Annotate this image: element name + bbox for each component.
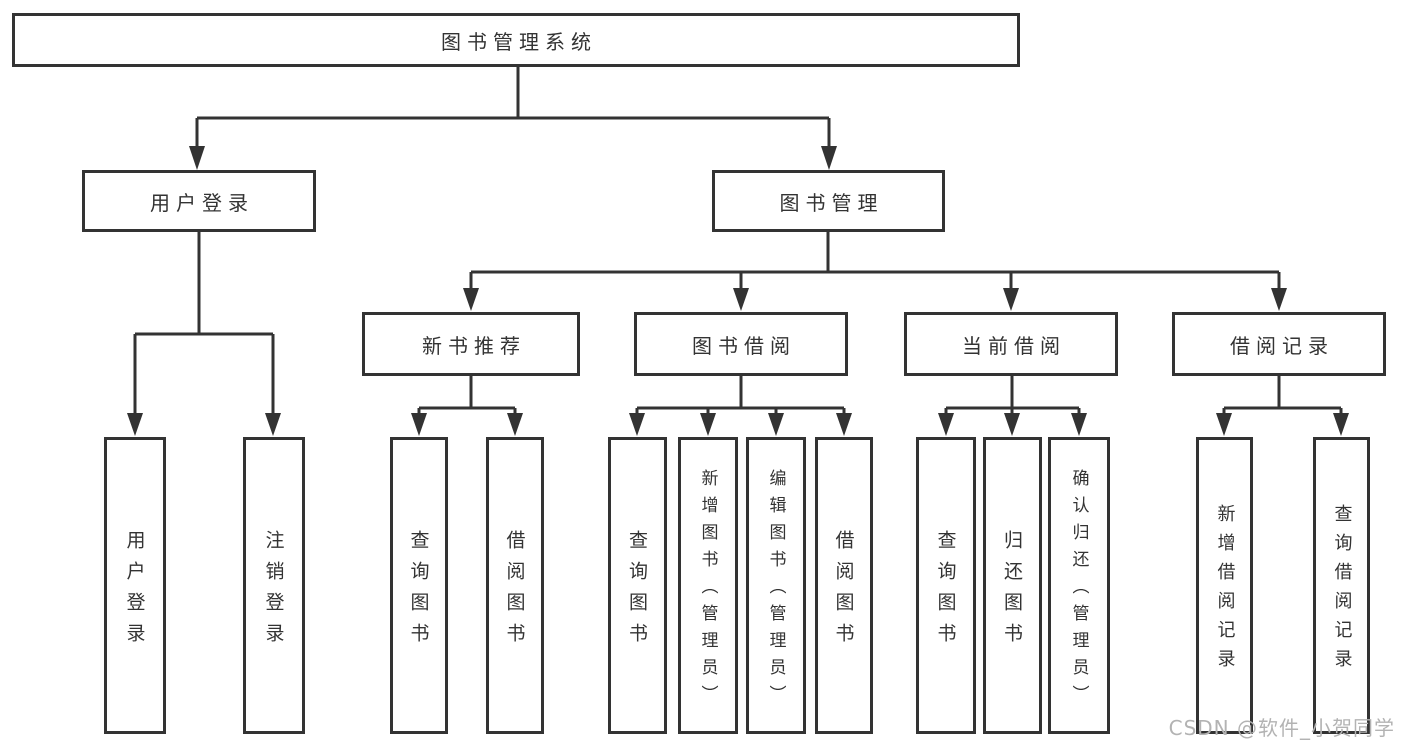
leaf-return-book-label: 归还图书: [1001, 529, 1023, 654]
node-system-root-label: 图书管理系统: [441, 29, 597, 54]
leaf-query-books-borrow-label: 查询图书: [626, 529, 648, 654]
node-borrow-records: 借阅记录: [1172, 312, 1386, 376]
node-book-borrow: 图书借阅: [634, 312, 848, 376]
leaf-return-book: 归还图书: [983, 437, 1042, 734]
leaf-borrow-books-borrow: 借阅图书: [815, 437, 873, 734]
leaf-add-borrow-record: 新增借阅记录: [1196, 437, 1253, 734]
leaf-confirm-return-admin-label: 确认归还（管理员）: [1068, 469, 1089, 712]
node-book-management: 图书管理: [712, 170, 945, 232]
leaf-confirm-return-admin: 确认归还（管理员）: [1048, 437, 1110, 734]
node-user-login-label: 用户登录: [150, 190, 254, 215]
leaf-borrow-books-recommend-label: 借阅图书: [503, 529, 526, 654]
node-book-borrow-label: 图书借阅: [692, 333, 796, 358]
leaf-edit-book-admin-label: 编辑图书（管理员）: [765, 469, 786, 712]
leaf-user-login: 用户登录: [104, 437, 166, 734]
node-current-borrow-label: 当前借阅: [962, 333, 1066, 358]
node-new-book-recommend-label: 新书推荐: [422, 333, 526, 358]
node-system-root: 图书管理系统: [12, 13, 1020, 67]
node-borrow-records-label: 借阅记录: [1230, 333, 1334, 358]
leaf-logout: 注销登录: [243, 437, 305, 734]
leaf-query-books-recommend: 查询图书: [390, 437, 448, 734]
leaf-borrow-books-recommend: 借阅图书: [486, 437, 544, 734]
leaf-query-books-current-label: 查询图书: [934, 529, 957, 654]
leaf-edit-book-admin: 编辑图书（管理员）: [746, 437, 806, 734]
leaf-add-book-admin-label: 新增图书（管理员）: [697, 469, 718, 712]
leaf-user-login-label: 用户登录: [123, 529, 146, 654]
node-new-book-recommend: 新书推荐: [362, 312, 580, 376]
leaf-query-borrow-record: 查询借阅记录: [1313, 437, 1370, 734]
leaf-borrow-books-borrow-label: 借阅图书: [832, 529, 855, 654]
leaf-query-books-recommend-label: 查询图书: [407, 529, 430, 654]
leaf-query-books-borrow: 查询图书: [608, 437, 667, 734]
arrowheads: [127, 146, 1349, 436]
leaf-query-borrow-record-label: 查询借阅记录: [1331, 504, 1353, 678]
node-current-borrow: 当前借阅: [904, 312, 1118, 376]
leaf-logout-label: 注销登录: [262, 529, 285, 654]
leaf-add-borrow-record-label: 新增借阅记录: [1214, 504, 1236, 678]
leaf-add-book-admin: 新增图书（管理员）: [678, 437, 738, 734]
node-book-management-label: 图书管理: [779, 190, 884, 215]
csdn-watermark: CSDN @软件_小贺同学: [1168, 716, 1395, 740]
node-user-login: 用户登录: [82, 170, 316, 232]
leaf-query-books-current: 查询图书: [916, 437, 976, 734]
